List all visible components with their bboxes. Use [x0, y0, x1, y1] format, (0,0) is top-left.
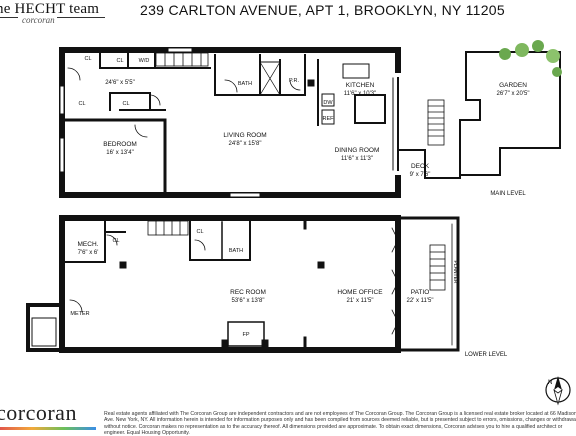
deck-label: DECK: [411, 163, 430, 170]
compass-north-label: N: [548, 380, 552, 386]
bedroom-dims: 16' x 13'4": [106, 150, 133, 156]
living-room-dims: 24'8" x 15'8": [229, 141, 262, 147]
dishwasher-label: DW: [323, 100, 333, 106]
lower-bath-label: BATH: [229, 248, 243, 254]
closet-label-4: CL: [78, 101, 85, 107]
compass-icon: N: [545, 376, 571, 406]
main-level-walls: [59, 47, 401, 198]
washer-dryer-label: W/D: [139, 58, 150, 64]
planter-label: PLANTER: [452, 260, 458, 283]
kitchen-label: KITCHEN: [346, 82, 375, 89]
brand-rule-right: [57, 17, 105, 18]
home-office-dims: 21' x 11'5": [347, 298, 374, 304]
brand-name: he HECHT team: [0, 1, 100, 17]
closet-label-2: CL: [116, 58, 123, 64]
patio-dims: 22' x 11'5": [407, 298, 434, 304]
deck-dims: 9' x 7'6": [410, 172, 431, 178]
meter-label: METER: [70, 311, 89, 317]
closet-label-1: CL: [84, 56, 91, 62]
lower-closet-label-2: CL: [196, 229, 203, 235]
dining-room-label: DINING ROOM: [335, 147, 380, 154]
bedroom-label: BEDROOM: [103, 141, 137, 148]
brand-sub: corcoran: [22, 15, 55, 25]
foyer-dims: 24'6" x 5'5": [105, 80, 135, 86]
mech-dims: 7'6" x 6': [78, 250, 99, 256]
footer-logo-stripe: [0, 427, 96, 430]
home-office-label: HOME OFFICE: [337, 289, 383, 296]
mech-label: MECH.: [78, 241, 99, 248]
footer-logo: corcoran: [0, 400, 77, 425]
kitchen-dims: 11'6" x 10'3": [344, 91, 376, 97]
lower-level-label: LOWER LEVEL: [465, 352, 508, 358]
main-level-label: MAIN LEVEL: [490, 191, 526, 197]
fireplace-label: FP: [242, 332, 249, 338]
brand-logo: he HECHT team corcoran: [0, 0, 110, 30]
dining-room-dims: 11'6" x 11'3": [341, 156, 373, 162]
disclaimer-text: Real estate agents affiliated with The C…: [104, 411, 576, 436]
bath-label: BATH: [238, 81, 252, 87]
patio-label: PATIO: [411, 289, 430, 296]
lower-closet-label-1: CL: [112, 238, 119, 244]
rec-room-dims: 53'6" x 13'8": [232, 298, 265, 304]
deck-garden-walls: [397, 51, 561, 196]
powder-room-label: P.R.: [289, 78, 299, 84]
refrigerator-label: REF: [323, 116, 335, 122]
rec-room-label: REC ROOM: [230, 289, 266, 296]
garden-label: GARDEN: [499, 82, 527, 89]
living-room-label: LIVING ROOM: [223, 132, 266, 139]
garden-plants: [499, 40, 562, 77]
garden-dims: 26'7" x 20'5": [497, 91, 530, 97]
lower-level-walls: [26, 215, 460, 353]
address-title: 239 CARLTON AVENUE, APT 1, BROOKLYN, NY …: [140, 2, 505, 18]
brand-rule-left: [0, 17, 18, 18]
closet-label-3: CL: [122, 101, 129, 107]
